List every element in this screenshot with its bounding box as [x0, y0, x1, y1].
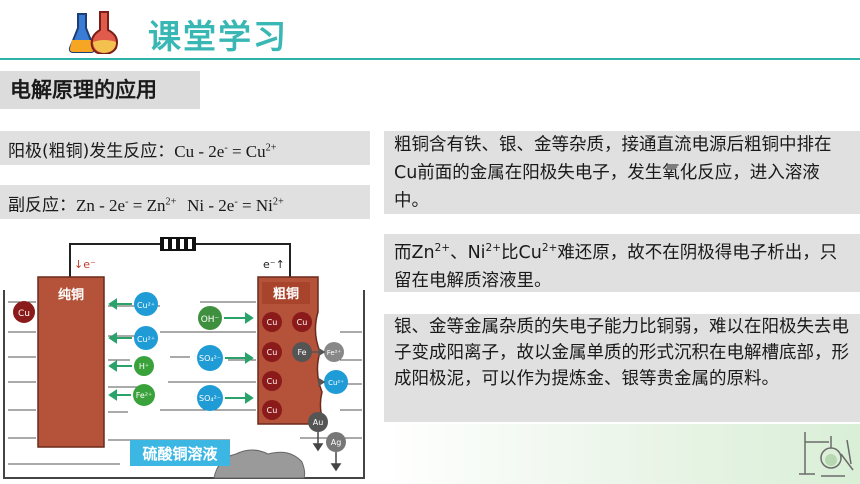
svg-text:Ag: Ag	[331, 438, 342, 447]
svg-text:Cu²⁺: Cu²⁺	[137, 301, 155, 310]
anode-out-arrows	[312, 347, 326, 387]
svg-text:Cu²⁺: Cu²⁺	[137, 335, 155, 344]
svg-text:OH⁻: OH⁻	[201, 315, 220, 325]
svg-text:Fe²⁺: Fe²⁺	[136, 391, 153, 400]
svg-text:Au: Au	[313, 418, 324, 427]
electron-out-label: e⁻↑	[263, 258, 285, 271]
oh-ion: OH⁻	[198, 306, 222, 330]
sediment-arrows	[312, 432, 342, 472]
section-title: 电解原理的应用	[0, 71, 200, 109]
cathode-label: 纯铜	[58, 287, 84, 303]
cu-atoms-anode: Cu Cu Cu Cu Cu	[262, 312, 312, 420]
explanation-paragraph-1: 粗铜含有铁、银、金等杂质，接通直流电源后粗铜中排在Cu前面的金属在阳极失电子，发…	[384, 131, 860, 214]
page-title: 课堂学习	[148, 17, 288, 56]
svg-text:SO₄²⁻: SO₄²⁻	[199, 354, 221, 363]
zn-expr: Zn - 2e- = Zn2+	[76, 195, 177, 215]
cu-atom-cathode: Cu	[13, 301, 35, 323]
so4-ion-2: SO₄²⁻	[197, 385, 223, 411]
cathode-pure-copper	[37, 276, 105, 448]
ag-atom: Ag	[326, 432, 346, 452]
fe2-ion: Fe²⁺	[133, 384, 155, 406]
h-ion: H⁺	[134, 356, 154, 376]
explanation-paragraph-2: 而Zn2+、Ni2+比Cu2+难还原，故不在阴极得电子析出，只留在电解质溶液里。	[384, 234, 860, 292]
svg-text:Fe: Fe	[297, 348, 306, 357]
bottom-decoration	[384, 424, 860, 484]
side-reaction-equation: 副反应：Zn - 2e- = Zn2+ Ni - 2e- = Ni2+	[0, 185, 370, 219]
wire-left	[69, 243, 160, 277]
svg-text:Cu: Cu	[267, 318, 278, 327]
electron-in-label: ↓e⁻	[74, 258, 96, 271]
electrolysis-diagram: ↓e⁻ e⁻↑ 纯铜 粗铜 硫酸铜溶液 Cu Cu²⁺ Cu²⁺ H⁺	[3, 237, 365, 479]
flask-icon	[68, 11, 118, 54]
svg-text:Cu: Cu	[267, 406, 278, 415]
anode-label: 粗铜	[273, 286, 299, 302]
header-bar	[0, 0, 860, 62]
side-label: 副反应：	[8, 195, 76, 216]
cu2-ion-2: Cu²⁺	[134, 326, 158, 350]
anode-label: 阳极(粗铜)发生反应：	[8, 141, 175, 162]
battery-icon	[160, 237, 196, 251]
lab-equipment-icon	[799, 432, 854, 477]
header-divider	[0, 58, 860, 60]
electrolytic-tank	[3, 290, 365, 479]
au-atom: Au	[308, 412, 328, 432]
explanation-paragraph-3: 银、金等金属杂质的失电子能力比铜弱，难以在阳极失去电子变成阳离子，故以金属单质的…	[384, 314, 860, 422]
svg-text:Cu: Cu	[267, 348, 278, 357]
svg-text:Cu: Cu	[18, 309, 30, 319]
svg-text:Fe²⁺: Fe²⁺	[327, 349, 342, 357]
anode-label-bg	[262, 282, 310, 304]
anode-expr: Cu - 2e- = Cu2+	[174, 141, 277, 161]
wire-right	[196, 243, 291, 277]
solution-label: 硫酸铜溶液	[142, 445, 218, 463]
svg-text:Cu²⁺: Cu²⁺	[328, 379, 344, 387]
cation-arrows	[108, 298, 132, 401]
cu2-ion-anode: Cu²⁺	[324, 370, 348, 394]
cu2-ion-1: Cu²⁺	[134, 292, 158, 316]
ni-expr: Ni - 2e- = Ni2+	[187, 195, 284, 215]
svg-text:SO₄²⁻: SO₄²⁻	[199, 394, 221, 403]
anion-arrows	[224, 312, 254, 404]
solution-label-bg	[130, 440, 230, 466]
anode-equation: 阳极(粗铜)发生反应：Cu - 2e- = Cu2+	[0, 131, 370, 165]
svg-text:Cu: Cu	[267, 377, 278, 386]
so4-ion-1: SO₄²⁻	[197, 345, 223, 371]
fe2-ion-anode: Fe²⁺	[324, 342, 344, 362]
svg-text:H⁺: H⁺	[139, 362, 149, 371]
svg-text:Cu: Cu	[297, 318, 308, 327]
fe-atom-anode: Fe	[292, 342, 312, 362]
